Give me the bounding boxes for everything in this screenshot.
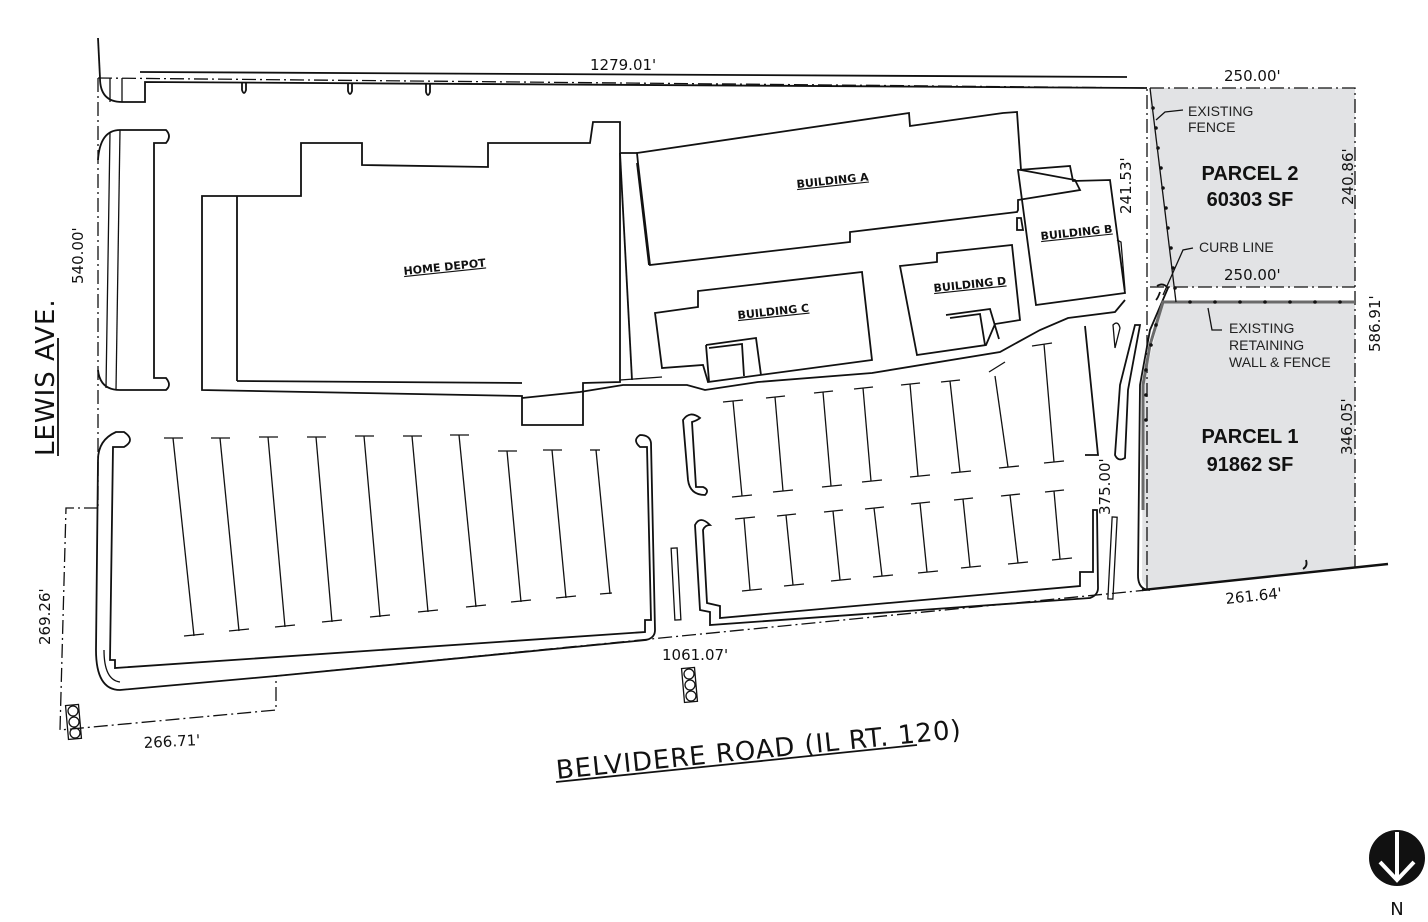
label-building-b: BUILDING B <box>1040 223 1113 243</box>
north-arrow-icon <box>1369 830 1425 886</box>
dim-interior-lower: 375.00' <box>1096 458 1114 515</box>
label-building-c: BUILDING C <box>737 302 810 322</box>
dim-east-total: 586.91' <box>1366 295 1384 352</box>
east-parking-islands <box>670 322 1142 626</box>
belvidere-road-underline <box>555 744 918 783</box>
parcel-2-area[interactable] <box>1150 88 1355 287</box>
dim-west-lower: 269.26' <box>36 588 54 645</box>
dim-south-main: 1061.07' <box>662 646 728 664</box>
note-retaining-1: EXISTING <box>1229 320 1294 336</box>
dim-interior-b: 241.53' <box>1117 157 1135 214</box>
note-existing-fence-1: EXISTING <box>1188 103 1253 119</box>
dim-parcel2-south: 250.00' <box>1224 266 1281 284</box>
dim-west-upper: 540.00' <box>69 227 87 284</box>
north-arrow-label: N <box>1390 899 1403 920</box>
parcel-1-area[interactable] <box>1142 302 1355 590</box>
dim-parcel2-north: 250.00' <box>1224 67 1281 85</box>
building-d[interactable] <box>898 244 1021 357</box>
east-parking-stalls-lower <box>734 489 1073 592</box>
parcel-2-name: PARCEL 2 <box>1201 163 1298 185</box>
dimension-labels: 1279.01' 250.00' 250.00' 240.86' 586.91'… <box>36 56 1384 752</box>
building-a[interactable] <box>619 111 1082 381</box>
building-c[interactable] <box>653 271 873 383</box>
west-parking-stalls <box>164 434 613 637</box>
road-labels: BELVIDERE ROAD (IL RT. 120) LEWIS AVE. <box>31 298 963 786</box>
note-curb-line: CURB LINE <box>1199 239 1274 255</box>
west-entry-islands <box>97 129 170 391</box>
building-b[interactable] <box>1016 165 1127 307</box>
dim-parcel1-south: 261.64' <box>1225 584 1283 608</box>
dim-parcel1-east: 346.05' <box>1338 398 1356 455</box>
traffic-signal-center <box>680 666 699 704</box>
parcel-2-area-label: 60303 SF <box>1207 189 1294 211</box>
east-curb-line <box>1137 283 1170 591</box>
west-parking-lot <box>95 431 656 691</box>
parcel-1-area-label: 91862 SF <box>1207 454 1294 476</box>
traffic-signal-west <box>64 703 83 741</box>
note-leaders <box>1155 109 1222 331</box>
road-belvidere: BELVIDERE ROAD (IL RT. 120) <box>555 715 963 786</box>
east-parking-stalls-upper <box>722 342 1065 498</box>
parcel-1-south-edge <box>1141 559 1389 592</box>
north-edge <box>97 37 1148 103</box>
dim-north-total: 1279.01' <box>590 56 656 74</box>
label-home-depot: HOME DEPOT <box>403 256 487 278</box>
callout-notes: EXISTING FENCE CURB LINE EXISTING RETAIN… <box>1188 103 1331 370</box>
note-retaining-3: WALL & FENCE <box>1229 354 1331 370</box>
home-depot-building[interactable] <box>201 121 621 426</box>
existing-fence <box>1144 87 1342 422</box>
label-building-d: BUILDING D <box>933 274 1007 295</box>
note-existing-fence-2: FENCE <box>1188 119 1235 135</box>
road-lewis: LEWIS AVE. <box>31 298 61 456</box>
parcel-1-name: PARCEL 1 <box>1201 426 1298 448</box>
dim-parcel2-east: 240.86' <box>1339 148 1357 205</box>
dim-south-left: 266.71' <box>143 731 200 752</box>
label-building-a: BUILDING A <box>796 170 870 191</box>
front-curb <box>521 299 1126 399</box>
note-retaining-2: RETAINING <box>1229 337 1304 353</box>
parcel-labels: PARCEL 2 60303 SF PARCEL 1 91862 SF <box>1201 163 1298 476</box>
